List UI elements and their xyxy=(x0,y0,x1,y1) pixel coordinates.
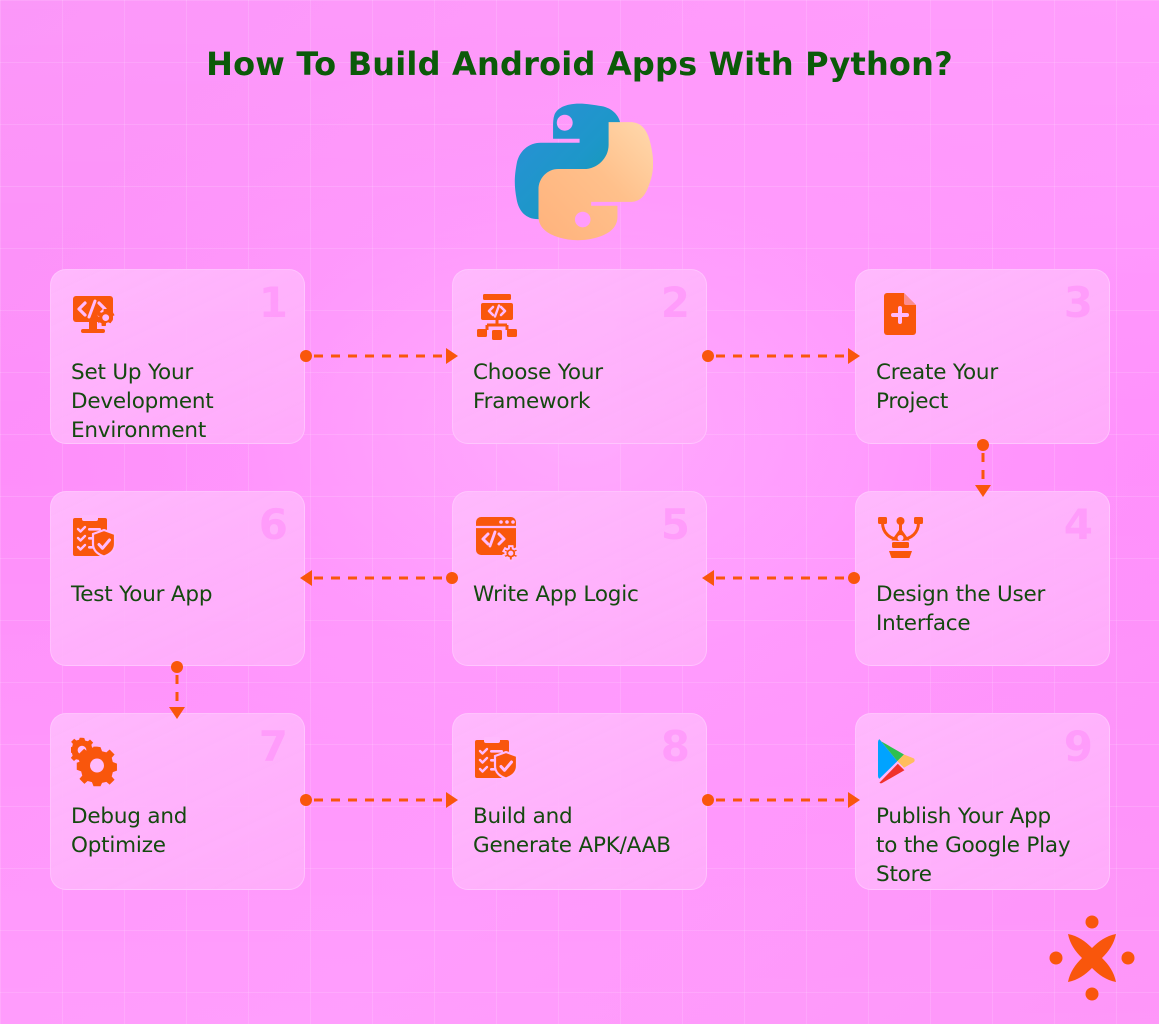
step-title: Build and Generate APK/AAB xyxy=(473,804,671,858)
connector-step2-to-step3 xyxy=(702,348,860,364)
page-title: How To Build Android Apps With Python? xyxy=(206,45,953,83)
step-number: 8 xyxy=(660,722,690,771)
double-gear-icon xyxy=(71,736,123,788)
step-title: Write App Logic xyxy=(473,582,639,607)
connector-step3-to-step4 xyxy=(975,439,991,497)
connector-step4-to-step5 xyxy=(702,570,860,586)
python-logo xyxy=(507,97,654,243)
framework-nodes-code-icon xyxy=(473,292,525,344)
browser-code-gear-icon xyxy=(473,514,525,566)
step-title: Create Your Project xyxy=(876,360,998,414)
step-title: Design the User Interface xyxy=(876,582,1046,636)
connector-line xyxy=(716,798,846,802)
step-number: 9 xyxy=(1063,722,1093,771)
clipboard-checklist-shield-icon xyxy=(473,736,525,788)
step-title: Publish Your App to the Google Play Stor… xyxy=(876,804,1071,887)
connector-step1-to-step2 xyxy=(300,348,458,364)
step-card-4[interactable]: 4 Design the User Interface xyxy=(855,491,1110,666)
step-card-6[interactable]: 6 Test Your App xyxy=(50,491,305,666)
step-title: Debug and Optimize xyxy=(71,804,188,858)
step-card-2[interactable]: 2 Choose Your Framework xyxy=(452,269,707,444)
step-title: Choose Your Framework xyxy=(473,360,603,414)
connector-step8-to-step9 xyxy=(702,792,860,808)
connector-line xyxy=(981,453,985,483)
connector-line xyxy=(175,675,179,705)
star-burst-logo xyxy=(1046,912,1138,1004)
connector-line xyxy=(314,576,444,580)
clipboard-checklist-shield-icon xyxy=(71,514,123,566)
step-card-1[interactable]: 1 Set Up Your Development Environment xyxy=(50,269,305,444)
google-play-icon xyxy=(876,736,928,788)
connector-line xyxy=(314,354,444,358)
step-number: 1 xyxy=(258,278,288,327)
step-number: 5 xyxy=(660,500,690,549)
step-number: 6 xyxy=(258,500,288,549)
pen-tool-bezier-icon xyxy=(876,514,928,566)
step-card-8[interactable]: 8 Build and Generate APK/AAB xyxy=(452,713,707,890)
connector-step7-to-step8 xyxy=(300,792,458,808)
step-title: Set Up Your Development Environment xyxy=(71,360,214,443)
connector-line xyxy=(314,798,444,802)
step-card-3[interactable]: 3 Create Your Project xyxy=(855,269,1110,444)
step-card-7[interactable]: 7 Debug and Optimize xyxy=(50,713,305,890)
step-card-9[interactable]: 9 Publish Your App to the Google Play St… xyxy=(855,713,1110,890)
step-number: 4 xyxy=(1063,500,1093,549)
connector-line xyxy=(716,576,846,580)
monitor-code-gear-icon xyxy=(71,292,123,344)
step-title: Test Your App xyxy=(71,582,213,607)
step-number: 7 xyxy=(258,722,288,771)
step-number: 2 xyxy=(660,278,690,327)
connector-line xyxy=(716,354,846,358)
connector-step5-to-step6 xyxy=(300,570,458,586)
file-plus-icon xyxy=(876,292,928,344)
step-card-5[interactable]: 5 Write App Logic xyxy=(452,491,707,666)
step-number: 3 xyxy=(1063,278,1093,327)
connector-step6-to-step7 xyxy=(169,661,185,719)
